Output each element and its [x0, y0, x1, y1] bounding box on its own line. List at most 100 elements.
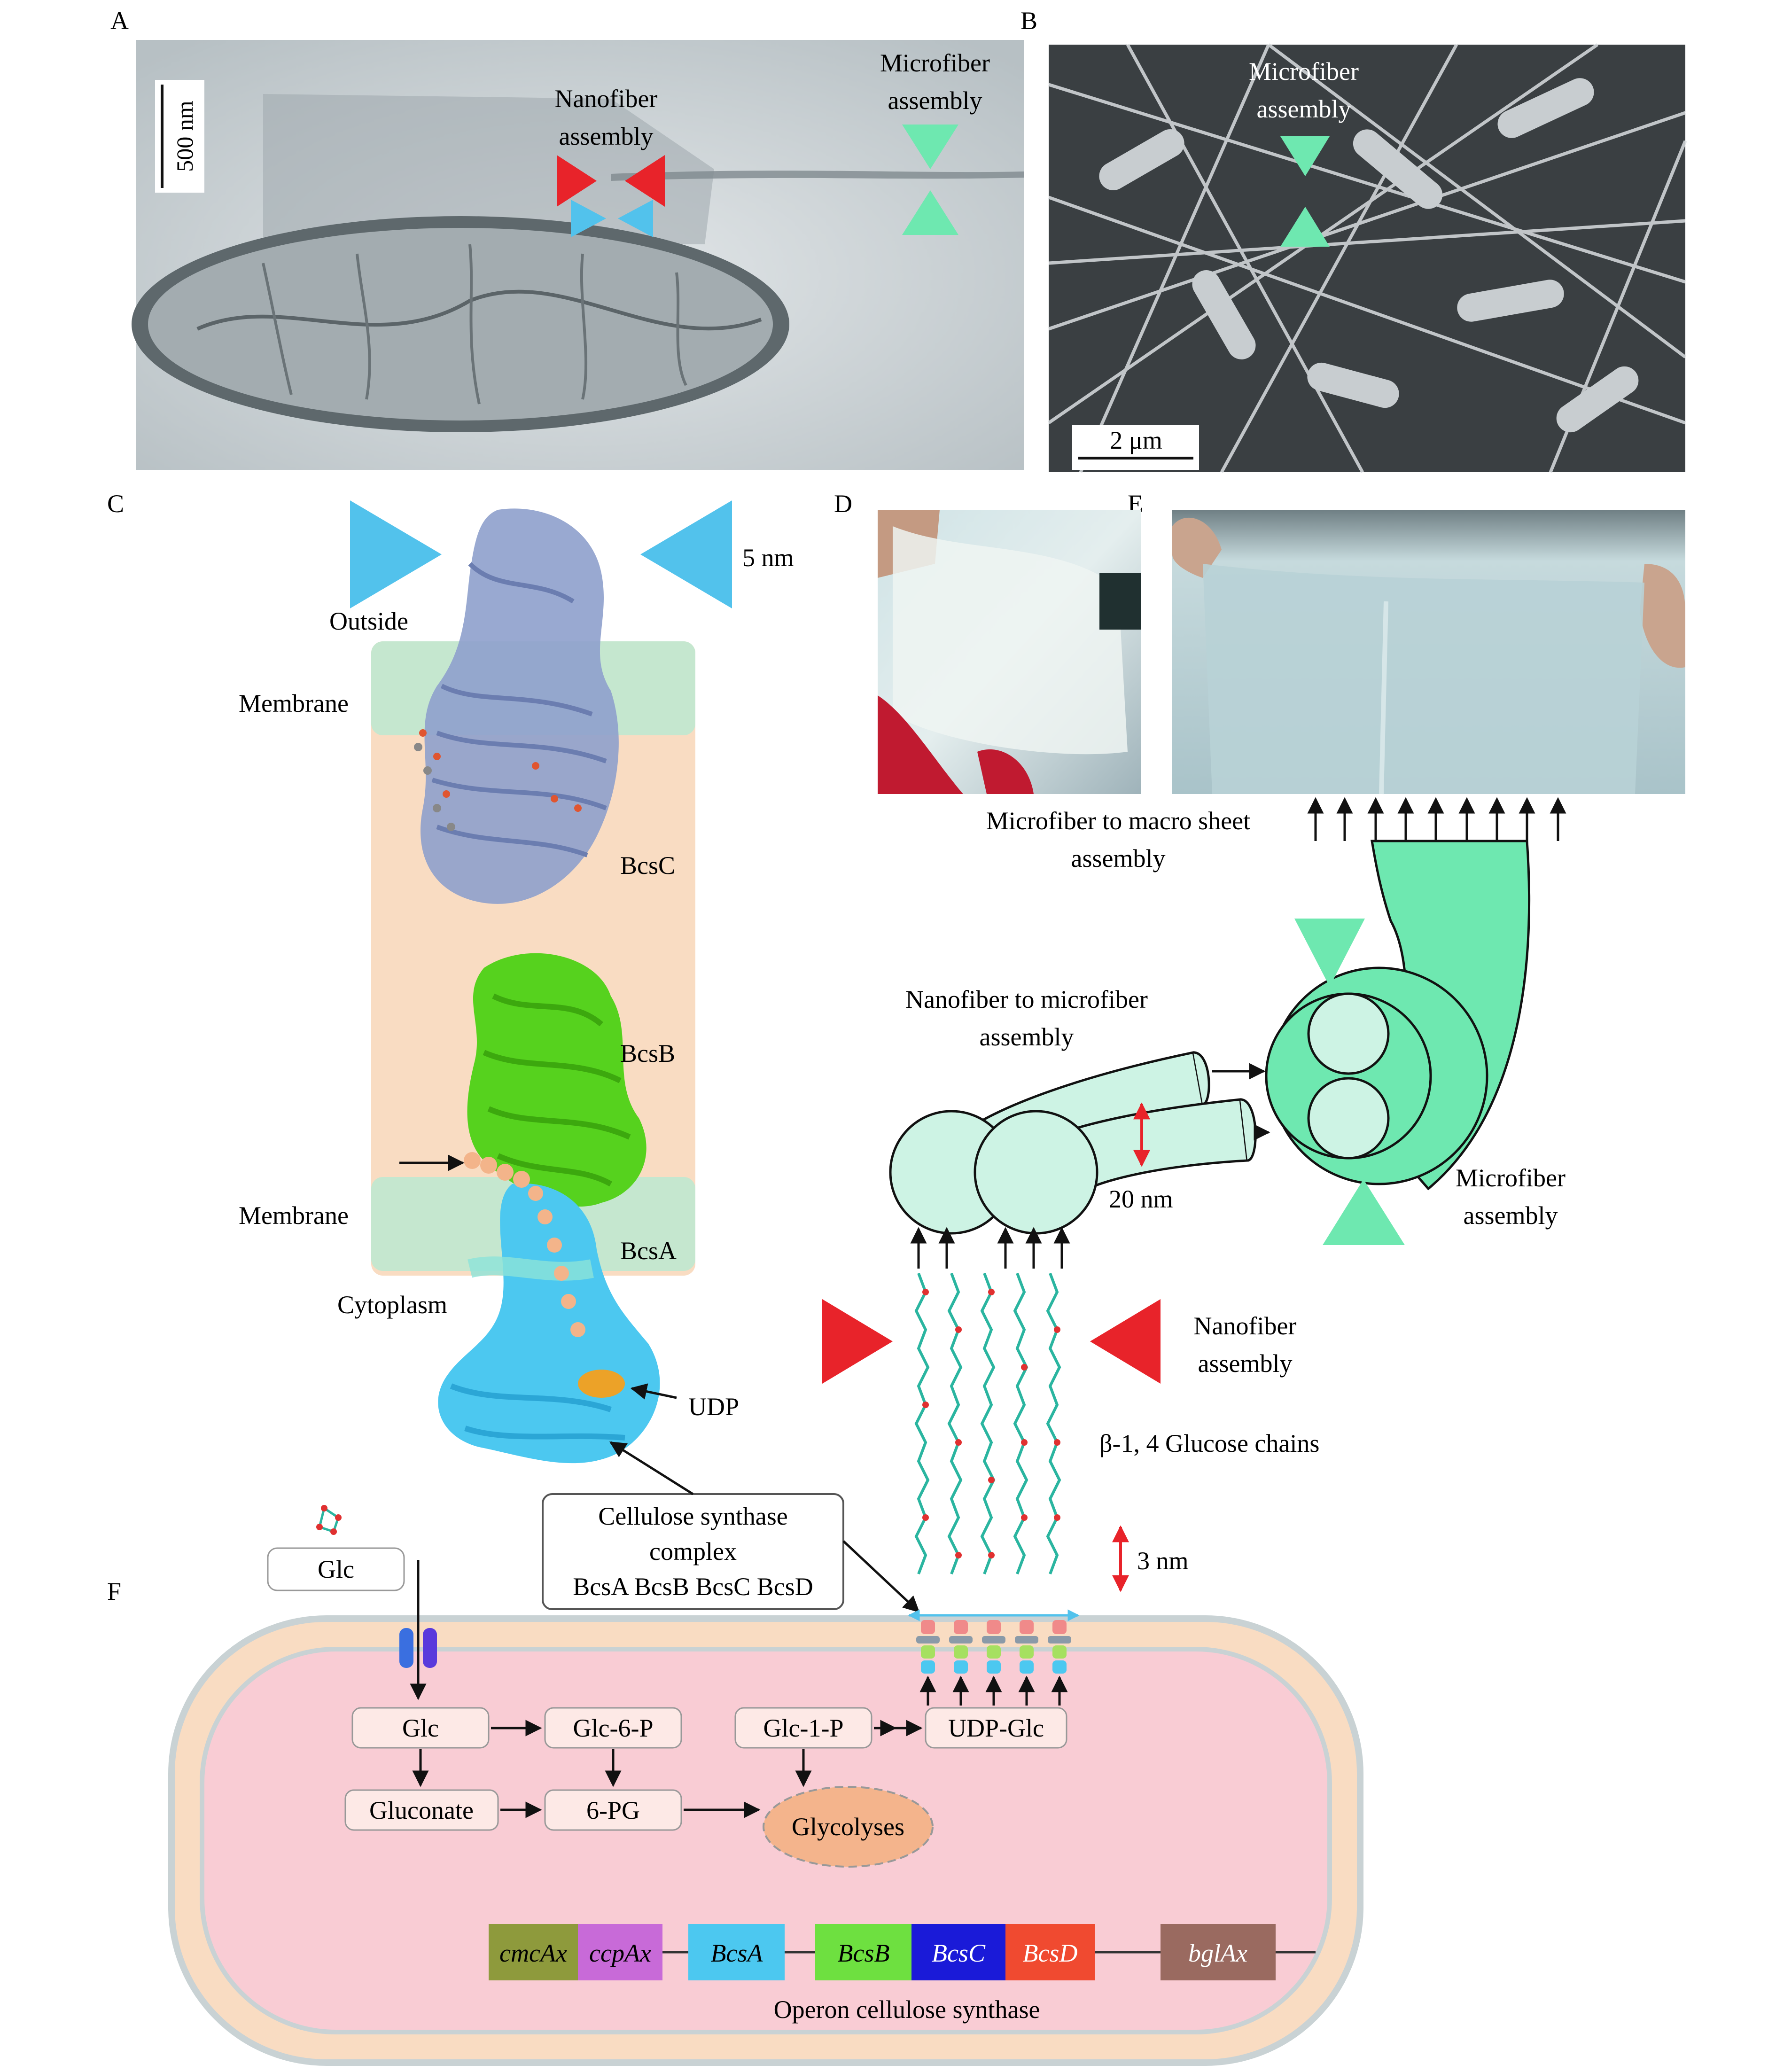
panel-a-nanofiber-label-1: Nanofiber — [555, 85, 658, 113]
complex-callout-line-3: BcsA BcsB BcsC BcsD — [573, 1573, 813, 1601]
panel-label-a: A — [110, 7, 129, 35]
panel-c-cytoplasm-label: Cytoplasm — [337, 1291, 447, 1319]
gene-bglax-label: bglAx — [1188, 1939, 1247, 1967]
panel-c-bcsb-label: BcsB — [620, 1039, 675, 1067]
glc-outside-label: Glc — [318, 1555, 354, 1583]
glycolyses-label: Glycolyses — [792, 1813, 904, 1841]
glycolyses-node — [763, 1786, 934, 1868]
glc6p-box — [544, 1707, 682, 1749]
panel-b-mint-triangle-bottom — [1280, 207, 1330, 247]
panel-c-cyan-triangle-left — [350, 500, 442, 608]
operon-title: Operon cellulose synthase — [774, 1995, 1040, 2024]
panel-label-f: F — [107, 1577, 121, 1605]
panel-b-scale-bar: 2 μm — [1072, 425, 1199, 470]
macro-sheet-label-1: Microfiber to macro sheet — [986, 807, 1250, 835]
gluconate-label: Gluconate — [369, 1796, 474, 1824]
gene-bcsb-label: BcsB — [838, 1939, 890, 1967]
nano-to-micro-label-1: Nanofiber to microfiber — [905, 985, 1148, 1013]
panel-c-outside-label: Outside — [329, 607, 408, 635]
cellulose-chain-in-channel — [464, 1152, 585, 1337]
pg6-box — [544, 1789, 682, 1831]
gene-bcsd — [1005, 1924, 1095, 1980]
nanofiber-red-triangle-left — [822, 1299, 893, 1384]
panel-a-red-triangle-left — [557, 155, 597, 207]
nanofiber-assembly-label-1: Nanofiber — [1194, 1312, 1297, 1340]
panel-e-photo — [1172, 510, 1685, 795]
glc1p-label: Glc-1-P — [763, 1714, 844, 1742]
gene-bcsc-label: BcsC — [932, 1939, 986, 1967]
panel-c-udp-label: UDP — [688, 1393, 739, 1421]
nano-to-micro-label-2: assembly — [980, 1023, 1074, 1051]
panel-a-mint-triangle-top — [902, 125, 958, 169]
bcsb-structure — [467, 953, 647, 1207]
panel-b-microfiber-label-1: Microfiber — [1249, 57, 1359, 86]
udpglc-box — [925, 1707, 1067, 1749]
panel-c-membrane-label-bottom: Membrane — [239, 1201, 349, 1230]
panel-c-cyan-triangle-right — [640, 500, 732, 608]
panel-c-membrane-label-top: Membrane — [239, 689, 349, 717]
fiber-width-label: 20 nm — [1109, 1185, 1173, 1213]
glc-label: Glc — [402, 1714, 439, 1742]
panel-a-microfiber-label-1: Microfiber — [880, 49, 990, 77]
glucose-molecule-icon — [316, 1505, 342, 1535]
panel-c-bcsa-label: BcsA — [620, 1237, 677, 1265]
udpglc-to-complex-arrows — [919, 1675, 1068, 1706]
udp-arrow — [630, 1383, 677, 1400]
panel-a-cyan-triangle-right — [618, 200, 653, 237]
panel-a-microfiber-label-2: assembly — [888, 86, 982, 115]
nanofiber-assembly-label-2: assembly — [1198, 1349, 1293, 1378]
microfiber-label-1: Microfiber — [1456, 1164, 1566, 1192]
nanofiber-tubes — [889, 1051, 1257, 1235]
gene-bcsd-label: BcsD — [1023, 1939, 1078, 1967]
complex-callout-line-1: Cellulose synthase — [598, 1502, 787, 1530]
callout-arrow-to-membrane — [842, 1540, 920, 1613]
panel-a-scale-bar: 500 nm — [155, 80, 204, 193]
membrane-synthase-complexes — [908, 1609, 1080, 1674]
panel-b-mint-triangle-top — [1280, 136, 1330, 176]
callout-arrow-to-structure — [609, 1441, 694, 1496]
panel-a-mint-triangle-bottom — [902, 190, 958, 235]
panel-b-scale-label: 2 μm — [1110, 426, 1162, 454]
microfiber-mint-triangle-bottom — [1323, 1179, 1405, 1245]
chain-spacing-label: 3 nm — [1137, 1547, 1189, 1575]
pg6-label: 6-PG — [586, 1796, 640, 1824]
macro-sheet-label-2: assembly — [1071, 844, 1166, 872]
operon-diagram: cmcAx ccpAx BcsA BcsB BcsC BcsD bglAx — [489, 1924, 1316, 1980]
gene-ccpax-label: ccpAx — [589, 1939, 651, 1967]
panel-a-red-triangle-right — [625, 155, 665, 207]
panel-b-micrograph — [1048, 43, 1687, 473]
bcsc-structure — [414, 508, 619, 904]
gluconate-box — [344, 1789, 499, 1831]
udp-molecule — [578, 1370, 625, 1398]
panel-a-micrograph — [132, 40, 1024, 470]
glucose-transporter-left — [399, 1628, 413, 1668]
gene-bcsb — [815, 1924, 911, 1980]
glucose-transporter-right — [423, 1628, 437, 1668]
panel-d-photo — [878, 510, 1141, 794]
glc6p-label: Glc-6-P — [573, 1714, 654, 1742]
panel-a-nanofiber-label-2: assembly — [559, 122, 654, 150]
gene-cmcax-label: cmcAx — [499, 1939, 567, 1967]
glc1p-box — [734, 1707, 872, 1749]
panel-a-cyan-triangle-left — [571, 200, 606, 237]
gene-cmcax — [489, 1924, 578, 1980]
microfiber-label-2: assembly — [1464, 1201, 1558, 1230]
panel-label-d: D — [834, 490, 852, 518]
panel-a-scale-label: 500 nm — [171, 101, 198, 172]
gene-ccpax — [578, 1924, 662, 1980]
gene-bcsa — [688, 1924, 785, 1980]
panel-label-c: C — [107, 490, 124, 518]
panel-label-b: B — [1020, 7, 1037, 35]
panel-c-size-label: 5 nm — [742, 544, 794, 572]
chain-to-tube-arrows — [910, 1227, 1070, 1269]
microfiber-bundle — [1265, 840, 1531, 1191]
glc-box — [351, 1707, 490, 1749]
nanofiber-red-triangle-right — [1090, 1299, 1161, 1384]
macro-sheet-arrows — [1307, 797, 1566, 841]
panel-c-bcsc-label: BcsC — [620, 851, 675, 880]
glc-outside-box — [267, 1547, 405, 1591]
glucose-chains-label: β-1, 4 Glucose chains — [1099, 1429, 1319, 1457]
gene-bglax — [1161, 1924, 1276, 1980]
